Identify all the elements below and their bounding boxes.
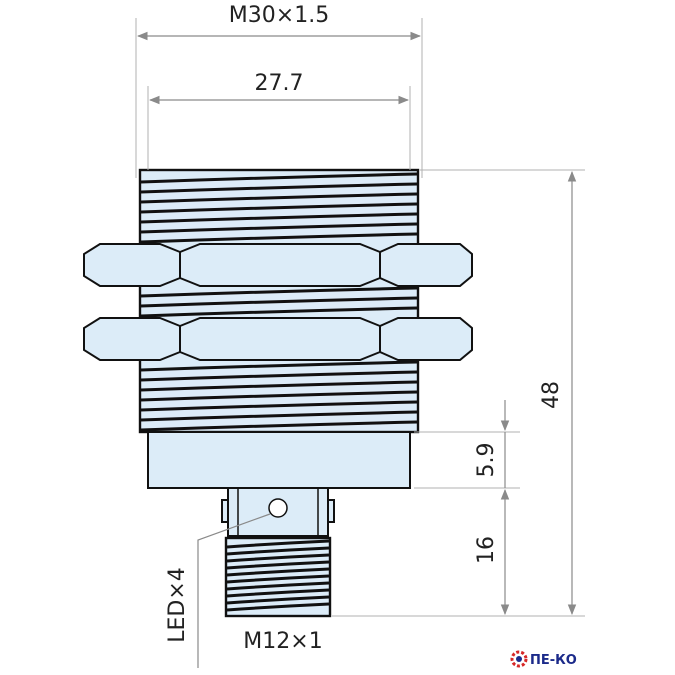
thread-major-label: M30×1.5: [229, 3, 329, 28]
thread-line: [140, 222, 418, 234]
connector-thread: [224, 536, 332, 618]
collar-height-label: 5.9: [474, 443, 499, 478]
thread-line: [226, 574, 330, 584]
thread-line: [140, 380, 418, 392]
thread-line: [140, 182, 418, 194]
thread-line: [140, 202, 418, 214]
led-leader-line: [197, 513, 271, 668]
thread-line: [140, 192, 418, 204]
thread-line: [226, 588, 330, 598]
thread-line: [140, 172, 418, 184]
thread-line: [140, 306, 418, 318]
thread-line: [140, 390, 418, 402]
connector-thread-label: M12×1: [243, 629, 322, 654]
thread-lines-m12: [226, 539, 330, 612]
thread-lines-upper: [140, 172, 418, 318]
led-indicator-icon: [268, 498, 288, 518]
thread-line: [140, 420, 418, 432]
logo-text: ПЕ-КО: [530, 653, 577, 668]
thread-line: [140, 410, 418, 422]
thread-line: [140, 232, 418, 244]
extension-lines: [135, 18, 585, 617]
upper-nut: [83, 243, 473, 287]
led-label: LED×4: [165, 567, 190, 643]
thread-line: [226, 553, 330, 563]
main-thread-body: [138, 168, 420, 434]
thread-line: [140, 370, 418, 382]
connector-housing: [221, 487, 335, 537]
lower-nut: [83, 317, 473, 361]
thread-line: [226, 567, 330, 577]
thread-line: [226, 602, 330, 612]
thread-line: [140, 212, 418, 224]
thread-line: [140, 286, 418, 298]
brand-logo: ПЕ-КО: [510, 650, 577, 668]
thread-line: [226, 595, 330, 605]
thread-line: [226, 581, 330, 591]
thread-line: [140, 400, 418, 412]
thread-line: [226, 560, 330, 570]
thread-line: [226, 546, 330, 556]
collar: [147, 431, 411, 489]
total-length-label: 48: [539, 381, 564, 409]
thread-line: [226, 539, 330, 549]
gear-icon: [510, 650, 528, 668]
body-width-label: 27.7: [255, 71, 304, 96]
connector-length-label: 16: [474, 536, 499, 564]
thread-line: [140, 360, 418, 372]
thread-line: [140, 296, 418, 308]
thread-lines-lower: [140, 360, 418, 432]
